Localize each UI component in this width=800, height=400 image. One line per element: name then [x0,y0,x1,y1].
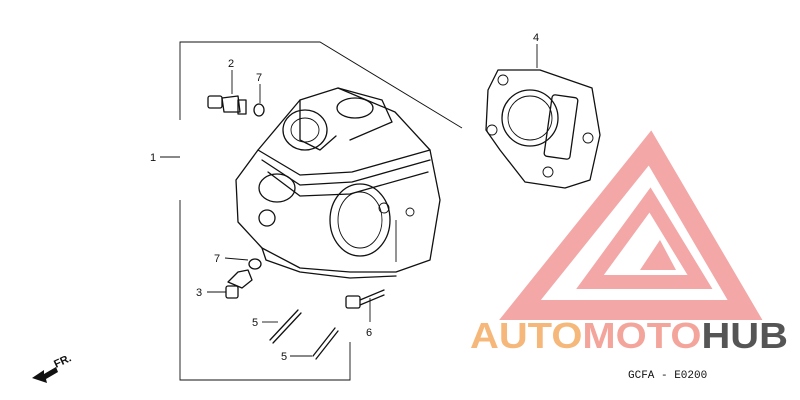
callout-1: 1 [150,152,156,164]
callout-2: 2 [228,58,234,70]
callout-5-upper: 5 [252,317,258,329]
watermark-part1: AUTO [470,315,582,356]
front-marker: FR. [32,352,73,383]
part-6-bolt [345,220,397,322]
figure-code: GCFA - E0200 [628,370,707,382]
watermark-part2: MOTO [582,315,701,356]
callout-6: 6 [366,327,372,339]
callout-4: 4 [533,32,539,44]
callout-5-lower: 5 [281,351,287,363]
front-arrow-icon [32,367,58,383]
head-gasket [485,44,601,189]
part-7-o-ring [224,84,265,270]
front-label: FR. [52,352,73,370]
callout-3: 3 [196,287,202,299]
callout-7-lower: 7 [214,253,220,265]
part-5-stud [262,309,339,360]
part-2-fitting [207,70,247,115]
group-bracket [160,41,463,381]
cylinder-head [235,87,441,279]
watermark-part3: HUB [701,315,788,356]
part-3-fitting [207,269,253,299]
callout-7-upper: 7 [256,72,262,84]
watermark-logo-icon [499,130,763,320]
